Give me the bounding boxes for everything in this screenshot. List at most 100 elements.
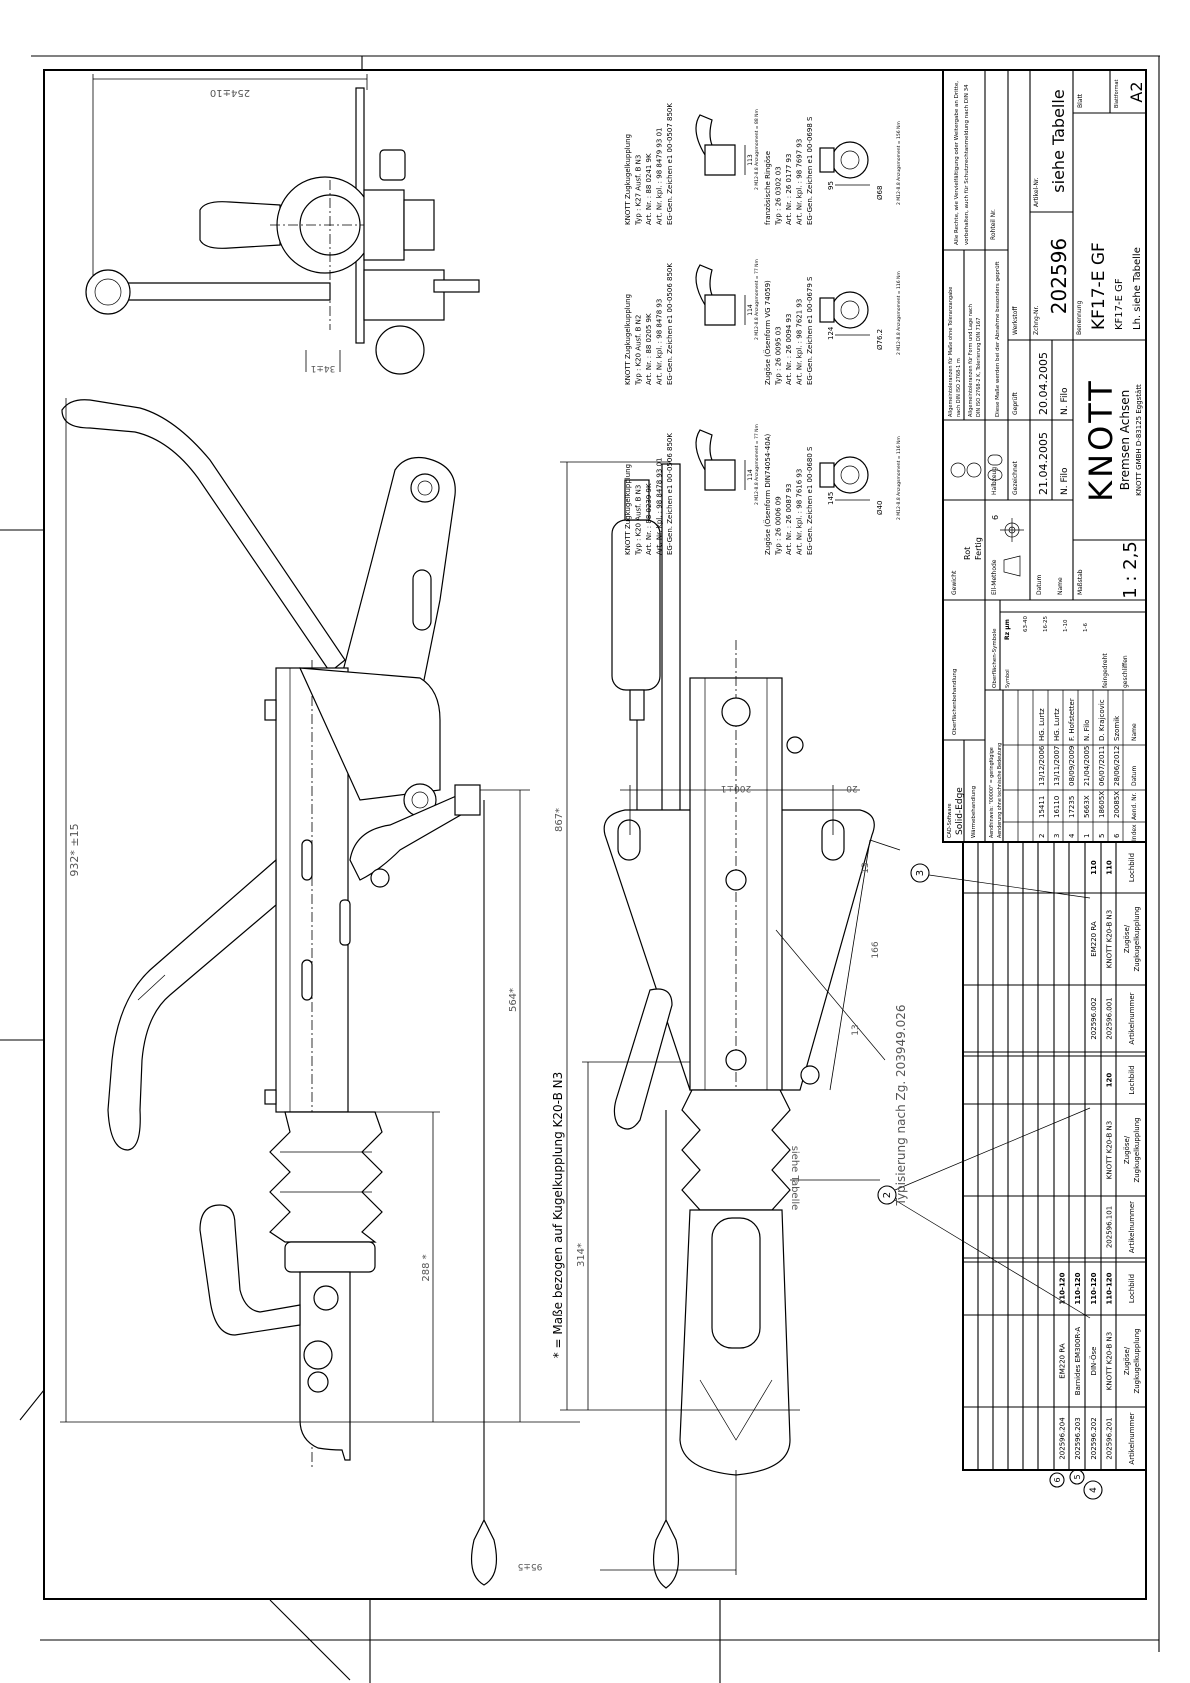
revision-date: 06/07/2011 [1098,746,1106,786]
spec-line: Zugöse (Ösenform DIN74054-40A) [763,434,772,555]
table-cell-lochbild: 110 [1090,860,1098,875]
dim-564: 564* [508,988,519,1012]
spec-dim: 114 [747,304,754,316]
rev-header-date: Datum [1131,766,1138,786]
spec-line: Art. Nr. : 88 0205 9K [645,313,653,385]
spec-diameter: Ø76.2 [876,329,884,350]
revision-number: 17235 [1068,796,1076,818]
revision-number: 15411 [1038,796,1046,818]
ell-methode-label: Ell-Methode [991,559,998,595]
revision-date: 08/09/2009 [1068,746,1076,786]
table-header-coupling: Zugöse/ [1123,1135,1131,1164]
table-header-coupling: Zugöse/ [1123,924,1131,953]
spec-line: Typ : K27 Ausf. B N3 [635,155,643,226]
spec-line: EG-Gen. Zeichen e1 00-0506 850K [666,433,674,555]
revision-index: 6 [1113,833,1121,838]
spec-line: Art. Nr. kpl. : 98 8479 93 01 [656,128,664,225]
symbol-label: Symbol [1005,669,1011,688]
spec-line: Art. Nr. : 26 0094 93 [785,314,793,385]
spec-dim: 113 [747,154,754,166]
rz-value: 1-6 [1083,623,1089,632]
table-cell-article: 202596.201 [1106,1417,1114,1459]
callout-4: 4 [1089,1487,1099,1493]
rz-value: 1-10 [1063,619,1069,632]
title-block [942,69,1147,843]
spec-torque: 2 M12-8.8 Anzugsmoment = 156 Nm [896,121,902,205]
revision-name: F. Hofstetter [1068,698,1076,741]
geprueft-date: 20.04.2005 [1037,352,1050,415]
halbzeug-label: Halbzeug [991,467,998,495]
oberflaechenbehandlung-label: Oberflächenbehandlung [952,669,958,735]
table-cell-coupling: EM220 RA [1090,921,1098,957]
surface-symbols-label: Oberflächen-Symbole [992,628,998,688]
spec-dim: 145 [827,492,835,505]
spec-line: Art. Nr. : 88 0241 9K [645,153,653,225]
revision-name: D. Krajcovic [1098,699,1106,741]
gezeichnet-date: 21.04.2005 [1037,432,1050,495]
waermebehandlung-label: Wärmebehandlung [971,786,977,838]
table-cell-article: 202596.001 [1106,997,1114,1039]
top-view [85,74,480,375]
revision-number: 20085X [1113,791,1121,818]
table-header-lochbild: Lochbild [1128,1274,1136,1303]
spec-line: Art. Nr. : 26 0087 93 [785,484,793,555]
callout-3: 3 [915,870,926,876]
scale-value: 1 : 2,5 [1120,541,1141,599]
artikel-label: Artikel-Nr. [1033,177,1040,207]
revision-number: 18605X [1098,791,1106,818]
table-cell-lochbild: 110-120 [1106,1272,1114,1304]
table-header-lochbild: Lochbild [1128,1065,1136,1094]
spec-figures [695,114,870,501]
spec-diameter: Ø40 [876,501,884,515]
callout-4-circle [1083,1480,1103,1500]
spec-line: Art. Nr. kpl. : 98 7697 93 [796,139,804,225]
table-cell-coupling: DIN-Öse [1089,1347,1098,1376]
spec-line: Typ : K20 Ausf. B N3 [635,485,643,556]
revision-date: 28/06/2012 [1113,746,1121,786]
rev-header-index: Index [1131,824,1138,841]
title-name-2: KF17-E GF [1114,278,1125,330]
table-header-article: Artikelnummer [1128,1412,1136,1464]
siehe-tabelle-note: siehe Tabelle [789,1146,800,1211]
drawing-number: 202596 [1047,238,1071,314]
spec-line: EG-Gen. Zeichen e1 00-0679 S [806,276,814,385]
title-name: KF17-E GF [1089,242,1109,330]
revision-name: N. Filo [1083,720,1091,741]
rev-header-nr: Aend. Nr. [1131,792,1138,820]
name-label: Name [1057,577,1064,595]
parts-table [962,841,1147,1471]
table-cell-coupling: EM220 RA [1059,1343,1067,1379]
massstab-label: Maßstab [1077,569,1084,595]
company-tagline: Bremsen Achsen [1118,390,1132,490]
dim-867: 867* [554,808,565,832]
spec-line: Art. Nr. kpl. : 98 7621 93 [796,299,804,385]
table-cell-coupling: Barnides EM300R-A [1074,1327,1082,1396]
dim-13b: 13 [851,1024,861,1035]
callout-3-circle [910,863,930,883]
artikel-value: siehe Tabelle [1049,89,1068,192]
sheet-format: A2 [1127,81,1146,102]
benennung-label: Benennung [1076,300,1083,335]
linkage-arm [337,456,456,701]
copyright-note: Alle Rechte, wie Vervielfältigung oder W… [954,81,960,245]
snap-hook [471,1518,497,1586]
spec-diameter: Ø68 [876,186,884,200]
underside-view [560,461,901,1589]
table-header-coupling: Zugkugelkupplung [1133,1117,1141,1182]
table-cell-coupling: KNOTT K20-B N3 [1106,910,1114,968]
spec-dim: 124 [827,326,835,340]
spec-line: EG-Gen. Zeichen e1 00-0698 S [806,116,814,225]
surface-note: feingedreht [1102,653,1109,688]
dim-200: 200±1 [721,783,751,793]
coupling-grip-top [613,988,673,1130]
callout-2: 2 [882,1192,893,1198]
table-cell-lochbild: 110-120 [1074,1272,1082,1304]
dimension-reference-note: * = Maße bezogen auf Kugelkupplung K20-B… [551,1072,565,1359]
cad-label: CAD-Software [947,803,953,838]
spec-line: Art. Nr. kpl. : 98 8478 93 [656,299,664,385]
revision-index: 1 [1083,834,1091,838]
callout-2-circle [877,1185,897,1205]
werkstoff-label: Werkstoff [1012,306,1019,335]
spec-dim: 95 [827,181,835,190]
spec-line: EG-Gen. Zeichen e1 00-0506 850K [666,263,674,385]
